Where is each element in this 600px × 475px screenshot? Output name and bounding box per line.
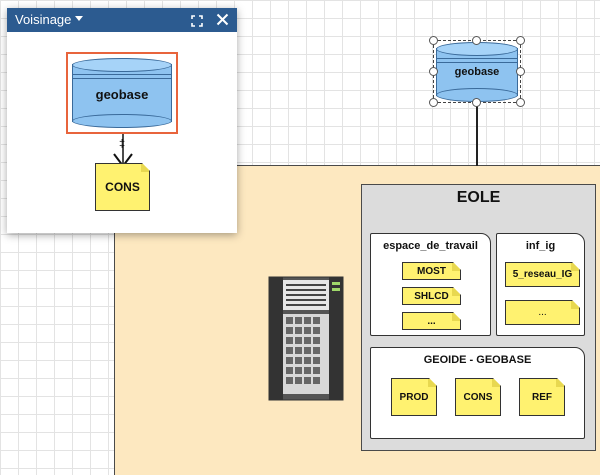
panel-note-cons[interactable]: CONS [95, 163, 150, 211]
eole-container[interactable]: EOLE espace_de_travail MOST SHLCD ... in… [361, 184, 596, 451]
eole-title: EOLE [456, 189, 501, 206]
note-reseau-ig[interactable]: 5_reseau_IG [505, 262, 580, 287]
resize-handle-nw[interactable] [429, 36, 438, 45]
note-infig-more-label: ... [538, 307, 547, 318]
workspace-pane[interactable]: espace_de_travail MOST SHLCD ... [370, 233, 491, 336]
resize-handle-sw[interactable] [429, 98, 438, 107]
canvas-geobase-db[interactable]: geobase [429, 36, 525, 107]
panel-title: Voisinage [15, 12, 72, 27]
selection-outline [66, 52, 178, 134]
canvas-geobase-label: geobase [454, 66, 500, 78]
note-prod[interactable]: PROD [391, 378, 437, 416]
note-most[interactable]: MOST [402, 262, 461, 280]
note-most-label: MOST [417, 265, 446, 277]
note-shlcd[interactable]: SHLCD [402, 287, 461, 305]
note-shlcd-label: SHLCD [414, 290, 449, 302]
infig-pane[interactable]: inf_ig 5_reseau_IG ... [496, 233, 585, 336]
workspace-title: espace_de_travail [383, 240, 478, 252]
geoide-pane[interactable]: GEOIDE - GEOBASE PROD CONS REF [370, 347, 585, 439]
note-ref[interactable]: REF [519, 378, 565, 416]
connector-line [476, 104, 478, 166]
note-cons-label: CONS [463, 391, 493, 403]
selection-box [433, 40, 521, 103]
server-rack-icon[interactable] [268, 276, 344, 401]
resize-handle-s[interactable] [472, 98, 481, 107]
resize-handle-n[interactable] [472, 36, 481, 45]
panel-geobase-label: geobase [95, 87, 149, 102]
panel-note-cons-label: CONS [105, 180, 140, 194]
note-cons[interactable]: CONS [455, 378, 501, 416]
link-marker: ‡ [119, 138, 126, 150]
geoide-title: GEOIDE - GEOBASE [423, 354, 532, 366]
expand-icon[interactable] [191, 14, 203, 27]
panel-header[interactable]: Voisinage [7, 8, 237, 32]
note-workspace-more-label: ... [427, 315, 436, 327]
note-infig-more[interactable]: ... [505, 300, 580, 325]
note-reseau-ig-label: 5_reseau_IG [512, 269, 573, 280]
neighborhood-panel[interactable]: Voisinage geobase ‡ CONS [7, 8, 237, 233]
resize-handle-ne[interactable] [516, 36, 525, 45]
resize-handle-se[interactable] [516, 98, 525, 107]
close-icon[interactable] [216, 13, 229, 26]
caret-down-icon[interactable] [75, 16, 83, 21]
panel-geobase-db[interactable]: geobase [66, 52, 178, 134]
resize-handle-e[interactable] [516, 67, 525, 76]
note-prod-label: PROD [399, 391, 429, 403]
note-workspace-more[interactable]: ... [402, 312, 461, 330]
note-ref-label: REF [532, 391, 552, 403]
resize-handle-w[interactable] [429, 67, 438, 76]
infig-title: inf_ig [525, 240, 556, 252]
